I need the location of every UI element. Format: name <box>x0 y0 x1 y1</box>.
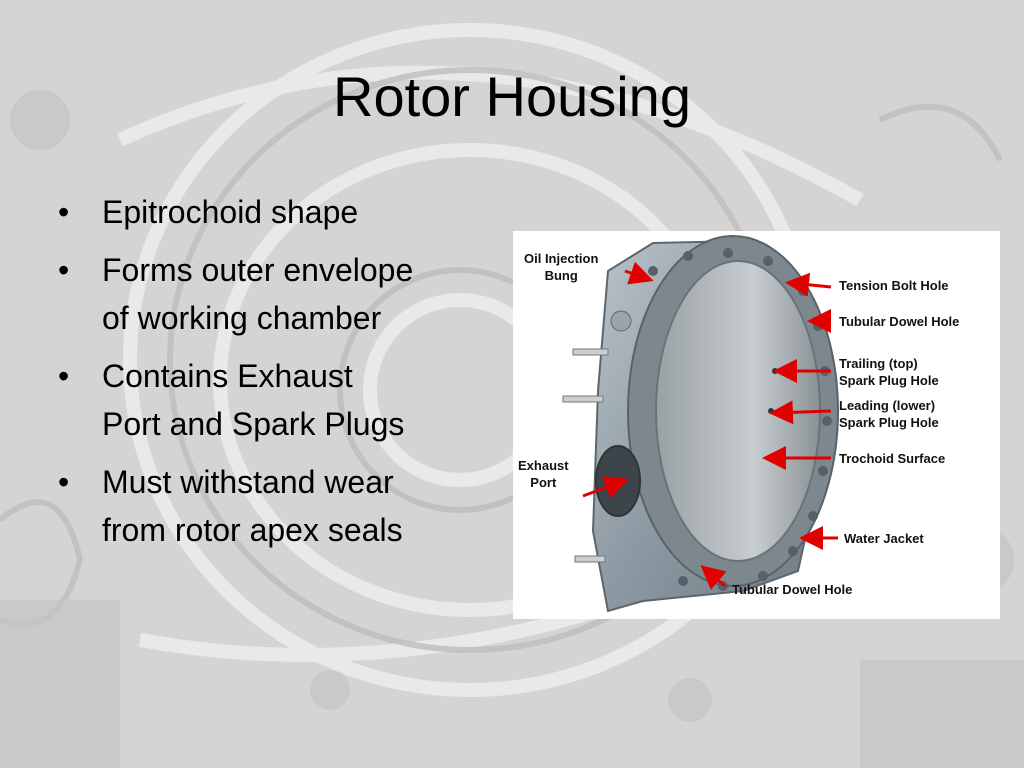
label-trochoid-surface: Trochoid Surface <box>839 451 946 466</box>
bullet-item: •Contains Exhaust Port and Spark Plugs <box>58 358 405 442</box>
bullet-item: •Epitrochoid shape <box>58 194 359 230</box>
rotor-housing-illustration <box>562 235 839 613</box>
bullet-text: Forms outer envelope of working chamber <box>102 252 414 336</box>
label-trailing-spark-plug-hole: Trailing (top) Spark Plug Hole <box>839 356 939 388</box>
rotor-housing-figure: Oil Injection Bung Tension Bolt Hole Tub… <box>513 231 1000 619</box>
bullet-text: Epitrochoid shape <box>102 194 359 230</box>
bullet-item: •Must withstand wear from rotor apex sea… <box>58 464 403 548</box>
bullet-item: •Forms outer envelope of working chamber <box>58 252 414 336</box>
bullet-text: Must withstand wear from rotor apex seal… <box>102 464 403 548</box>
label-tension-bolt-hole: Tension Bolt Hole <box>839 278 949 293</box>
label-exhaust-port: Exhaust Port <box>518 458 569 490</box>
slide-title: Rotor Housing <box>333 65 691 128</box>
bullet-list: •Epitrochoid shape •Forms outer envelope… <box>58 188 498 564</box>
label-tubular-dowel-hole-right: Tubular Dowel Hole <box>839 314 960 329</box>
label-water-jacket: Water Jacket <box>844 531 924 546</box>
label-leading-spark-plug-hole: Leading (lower) Spark Plug Hole <box>839 398 939 430</box>
bullet-text: Contains Exhaust Port and Spark Plugs <box>102 358 405 442</box>
label-oil-injection-bung: Oil Injection Bung <box>524 251 599 283</box>
label-tubular-dowel-hole-bottom: Tubular Dowel Hole <box>732 582 853 597</box>
